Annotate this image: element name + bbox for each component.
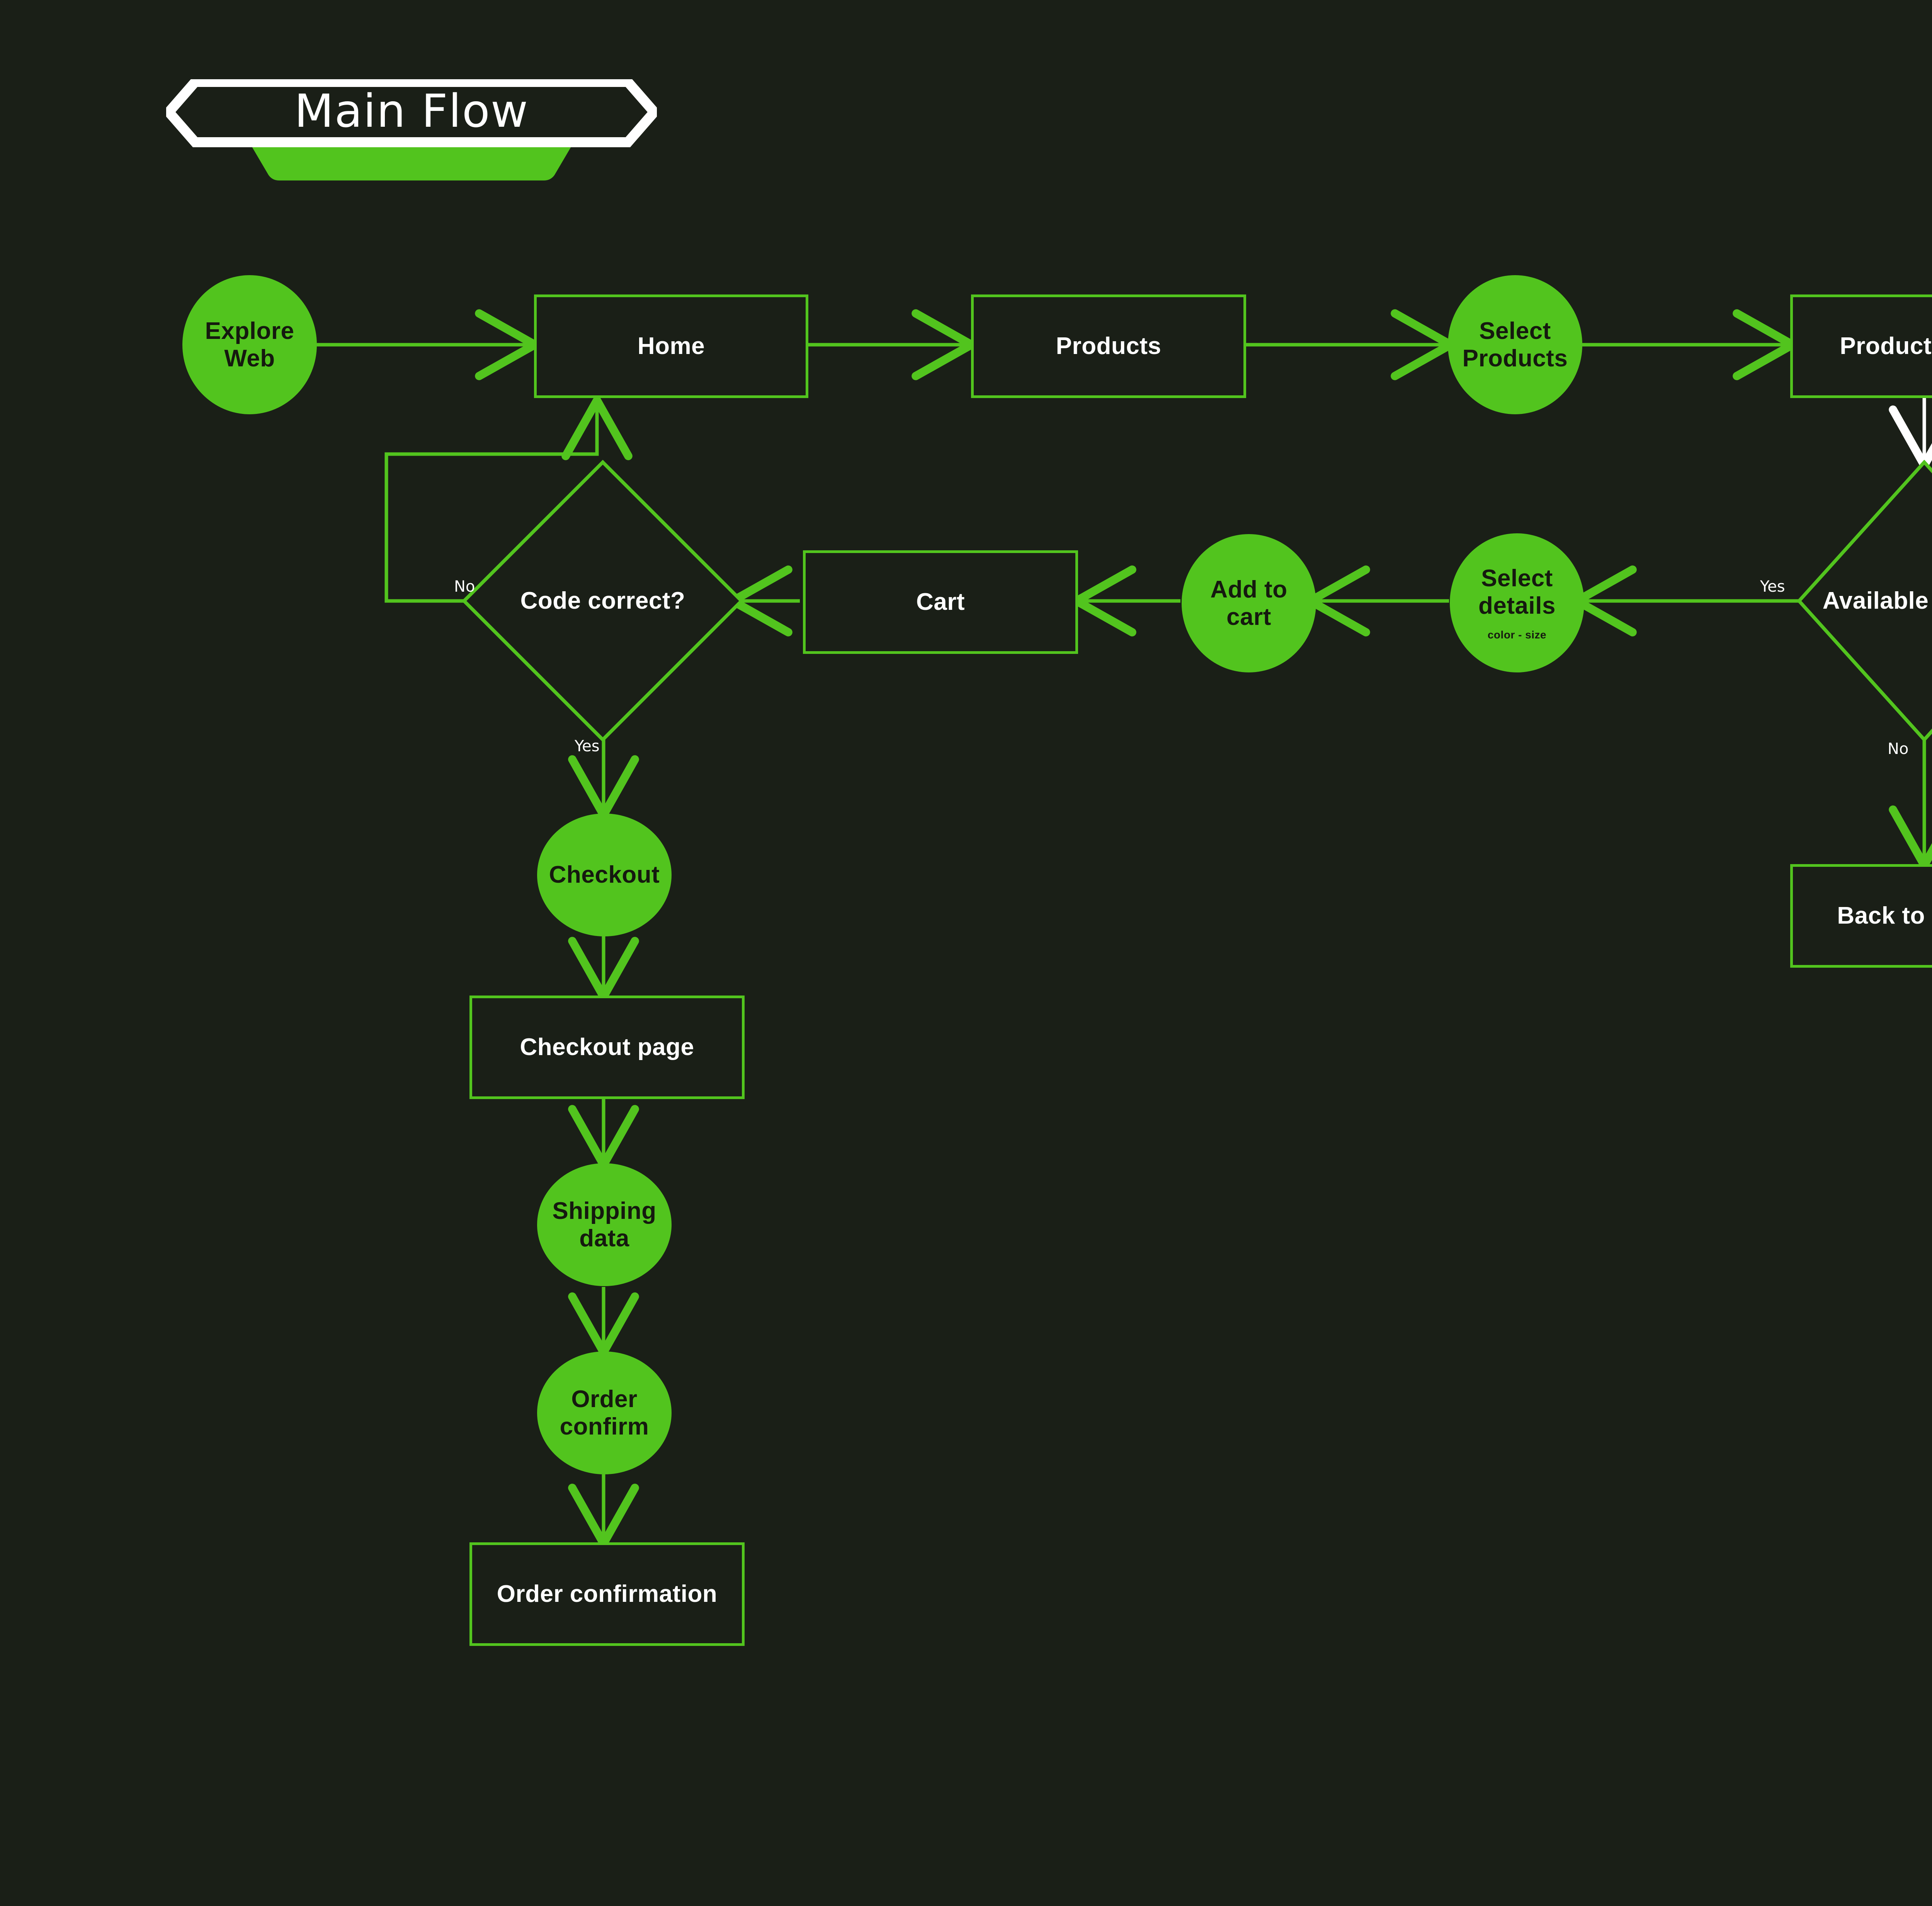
node-add-to-cart-line2: cart [1226,604,1271,630]
node-select-products[interactable]: Select Products [1448,275,1582,414]
node-back-to-explore[interactable]: Back to explore [1790,864,1932,968]
node-add-to-cart-line1: Add to [1210,576,1287,603]
node-checkout-label: Checkout [549,861,660,888]
edge-label-no-available: No [1888,740,1909,758]
banner-outline-shape [166,79,657,147]
edge-label-no-code: No [454,578,475,596]
node-back-to-explore-label: Back to explore [1837,902,1932,929]
node-order-confirmation[interactable]: Order confirmation [469,1542,745,1646]
node-product-details-label: Product details [1840,333,1932,360]
node-select-details-sublabel: color - size [1487,629,1547,641]
node-code-correct[interactable]: Code correct? [462,460,744,742]
edge-label-yes-code: Yes [575,737,600,755]
node-cart[interactable]: Cart [803,550,1078,654]
node-explore-web-line2: Web [224,345,275,372]
node-checkout-page[interactable]: Checkout page [469,996,745,1099]
node-order-confirmation-label: Order confirmation [497,1581,718,1608]
node-cart-label: Cart [916,589,965,616]
node-product-details[interactable]: Product details [1790,294,1932,398]
banner-tab-shape [249,142,574,180]
node-select-products-line1: Select [1479,317,1551,344]
page-title: Main Flow [294,84,529,138]
node-shipping-data[interactable]: Shipping data [537,1163,672,1286]
node-shipping-data-line2: data [579,1225,629,1252]
node-products[interactable]: Products [971,294,1246,398]
node-home[interactable]: Home [534,294,808,398]
node-order-confirm[interactable]: Order confirm [537,1351,672,1474]
node-select-details[interactable]: Select details color - size [1450,533,1584,672]
node-shipping-data-line1: Shipping [552,1197,656,1224]
title-banner-shape [166,79,657,180]
node-select-details-line2: details [1478,592,1556,619]
node-select-products-line2: Products [1462,345,1568,372]
title-banner: Main Flow [166,79,657,214]
node-home-label: Home [637,333,705,360]
node-code-correct-label: Code correct? [520,587,685,614]
node-available-product-label: Available product [1822,587,1932,614]
node-checkout[interactable]: Checkout [537,813,672,936]
node-checkout-page-label: Checkout page [520,1034,694,1061]
node-select-details-line1: Select [1481,565,1553,592]
node-explore-web-line1: Explore [205,317,294,344]
node-products-label: Products [1056,333,1162,360]
edge-label-yes-available: Yes [1760,578,1785,596]
node-order-confirm-line2: confirm [560,1413,649,1440]
node-available-product[interactable]: Available product [1797,460,1932,742]
node-add-to-cart[interactable]: Add to cart [1182,534,1316,672]
node-explore-web[interactable]: Explore Web [182,275,317,414]
node-order-confirm-line1: Order [571,1385,638,1412]
